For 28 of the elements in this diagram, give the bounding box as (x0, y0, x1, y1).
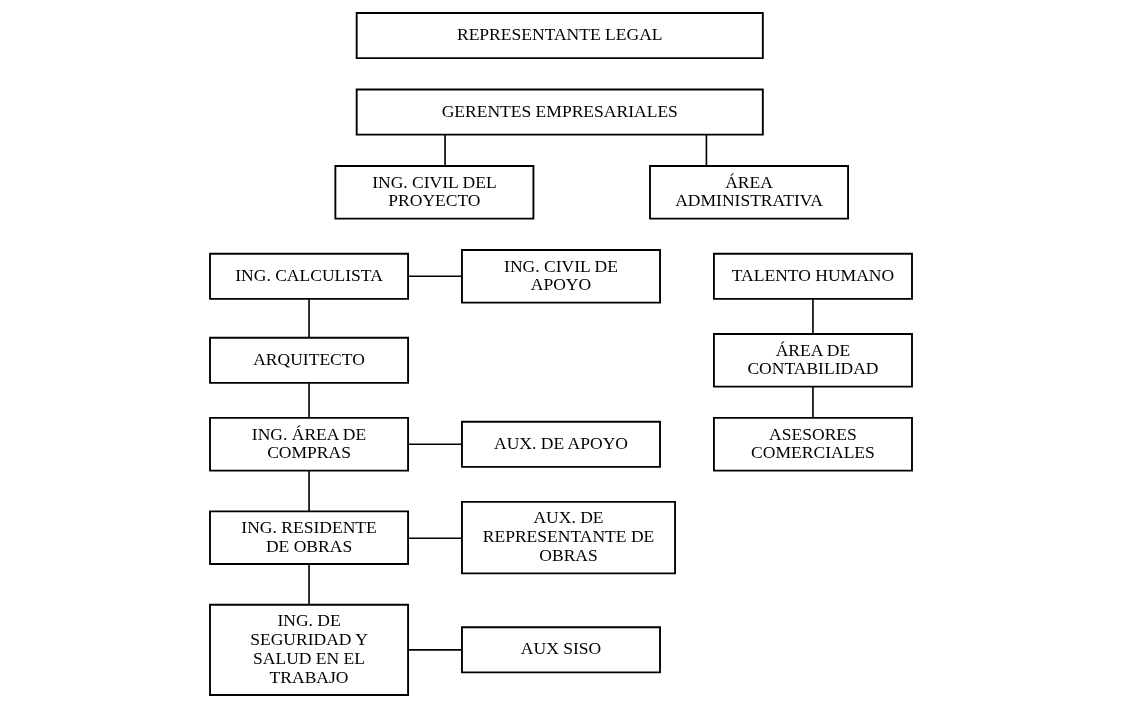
node-box: AUX. DE REPRESENTANTE DE OBRAS (461, 501, 676, 575)
node-box: AUX. DE APOYO (461, 420, 661, 468)
connector (812, 298, 814, 335)
connector (308, 298, 310, 339)
connector (444, 134, 446, 167)
connector (308, 563, 310, 606)
connector (705, 134, 708, 167)
node-box: TALENTO HUMANO (713, 252, 913, 300)
connector (308, 469, 310, 512)
node-box: ING. RESIDENTE DE OBRAS (209, 510, 409, 565)
node-box: ING. DE SEGURIDAD Y SALUD EN EL TRABAJO (209, 603, 409, 696)
node-box: ARQUITECTO (209, 336, 409, 384)
connector (407, 649, 463, 651)
node-box: ÁREA DE CONTABILIDAD (713, 333, 913, 388)
node-box: REPRESENTANTE LEGAL (355, 12, 764, 60)
node-box: ING. CIVIL DE APOYO (461, 249, 661, 304)
connector (407, 275, 463, 278)
node-box: ING. CIVIL DEL PROYECTO (334, 165, 535, 220)
connector (812, 386, 814, 419)
connector (308, 382, 310, 419)
node-box: ING. CALCULISTA (209, 252, 409, 300)
node-box: GERENTES EMPRESARIALES (355, 88, 764, 136)
connector (407, 537, 463, 540)
node-box: ING. ÁREA DE COMPRAS (209, 417, 409, 472)
connector (407, 443, 463, 446)
node-box: ASESORES COMERCIALES (713, 417, 913, 472)
node-box: ÁREA ADMINISTRATIVA (649, 165, 849, 220)
node-box: AUX SISO (461, 626, 661, 674)
